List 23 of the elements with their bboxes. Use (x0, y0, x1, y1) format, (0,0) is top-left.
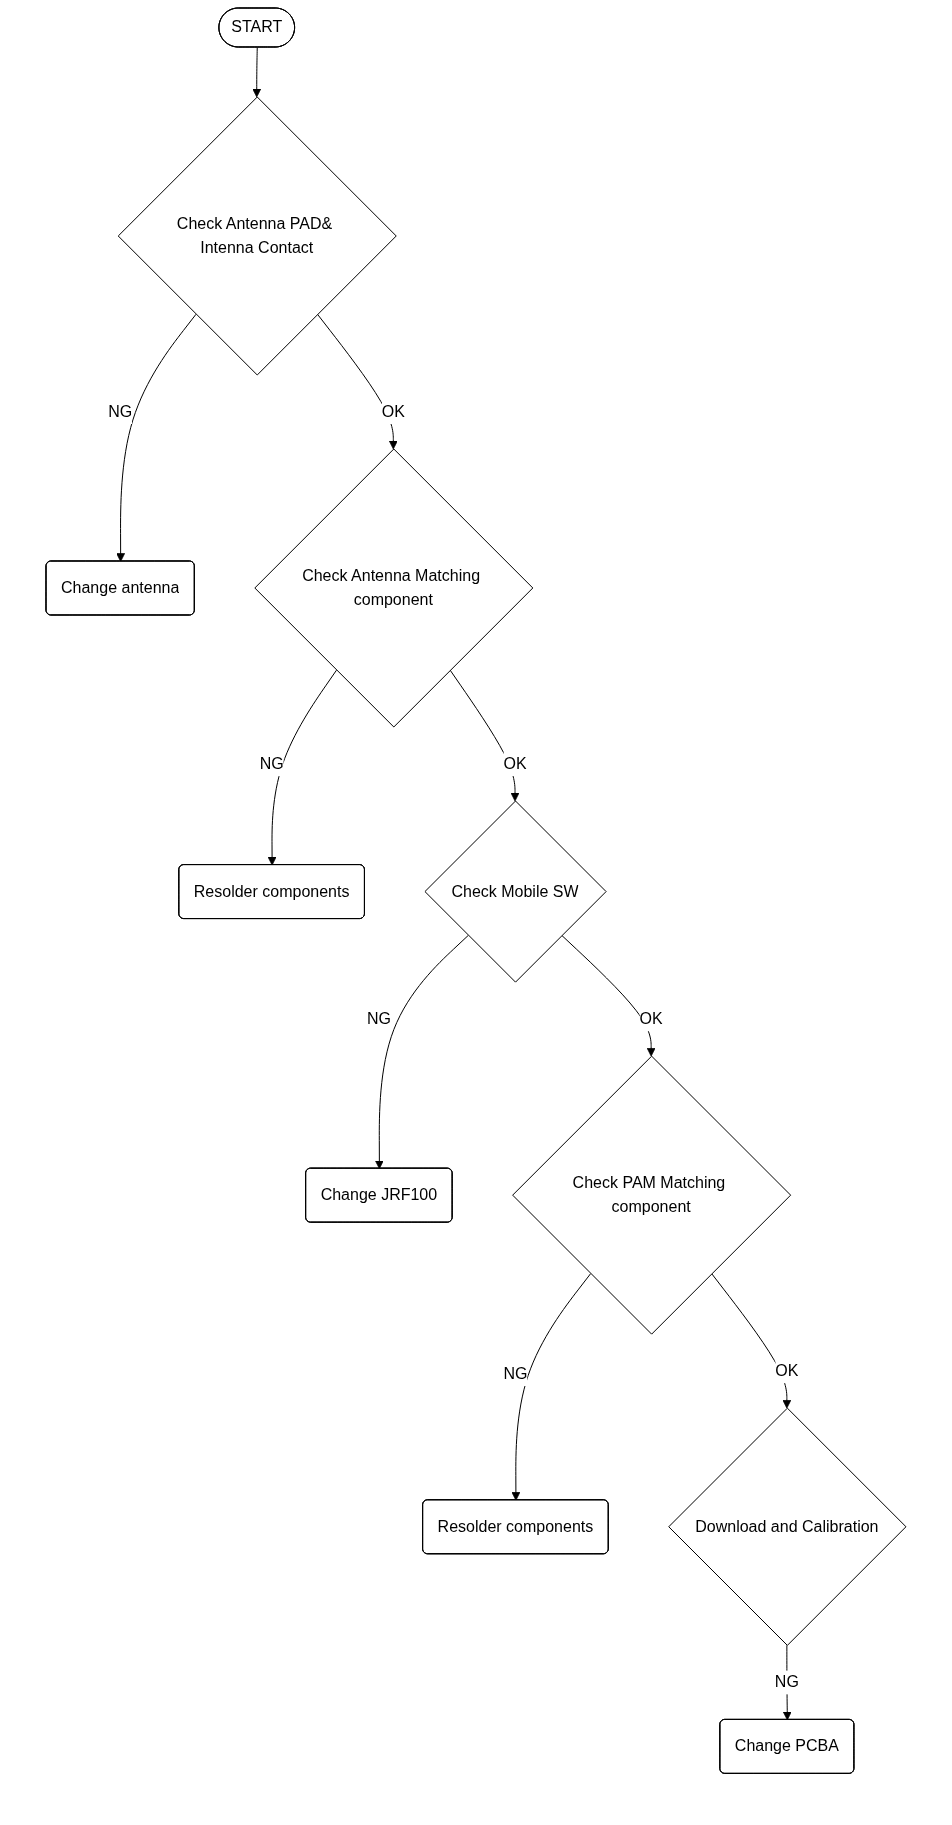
arrow (374, 934, 469, 1170)
node-diamond: Check Antenna PAD& Intenna Contact (117, 96, 397, 376)
edge-label: NG (503, 1365, 528, 1383)
edge-label: NG (259, 754, 284, 772)
arrow (782, 1644, 792, 1721)
edge-label: OK (775, 1362, 799, 1380)
edge-label: OK (381, 403, 405, 420)
arrow (449, 669, 520, 802)
arrow (252, 47, 262, 98)
arrow (267, 669, 337, 866)
arrow (116, 313, 197, 562)
edge-label: OK (503, 754, 527, 772)
node-diamond: Check Antenna Matching component (254, 448, 534, 728)
node-diamond: Download and Calibration (668, 1407, 907, 1646)
node-diamond: Check Mobile SW (424, 800, 607, 983)
node-diamond: Check PAM Matching component (512, 1055, 792, 1335)
arrow (511, 1273, 592, 1501)
arrow (317, 313, 398, 450)
edge-label: NG (774, 1673, 799, 1691)
edge-label: NG (366, 1010, 391, 1028)
edge-label: OK (639, 1010, 663, 1028)
arrow (711, 1273, 792, 1409)
edge-label: NG (108, 403, 133, 420)
